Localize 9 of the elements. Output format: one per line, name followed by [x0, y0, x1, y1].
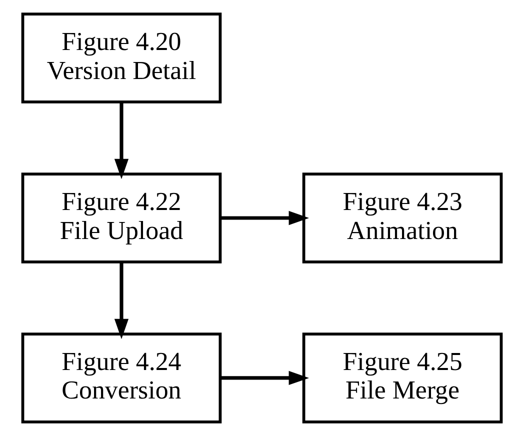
arrow: [220, 370, 310, 386]
node-box: Figure 4.23 Animation: [302, 172, 503, 264]
node-box: Figure 4.20 Version Detail: [21, 12, 222, 104]
arrow: [114, 102, 129, 180]
node-box: Figure 4.22 File Upload: [21, 172, 222, 264]
arrow: [114, 262, 129, 340]
node-box: Figure 4.24 Conversion: [21, 332, 222, 424]
node-box: Figure 4.25 File Merge: [302, 332, 503, 424]
arrow: [220, 210, 310, 226]
